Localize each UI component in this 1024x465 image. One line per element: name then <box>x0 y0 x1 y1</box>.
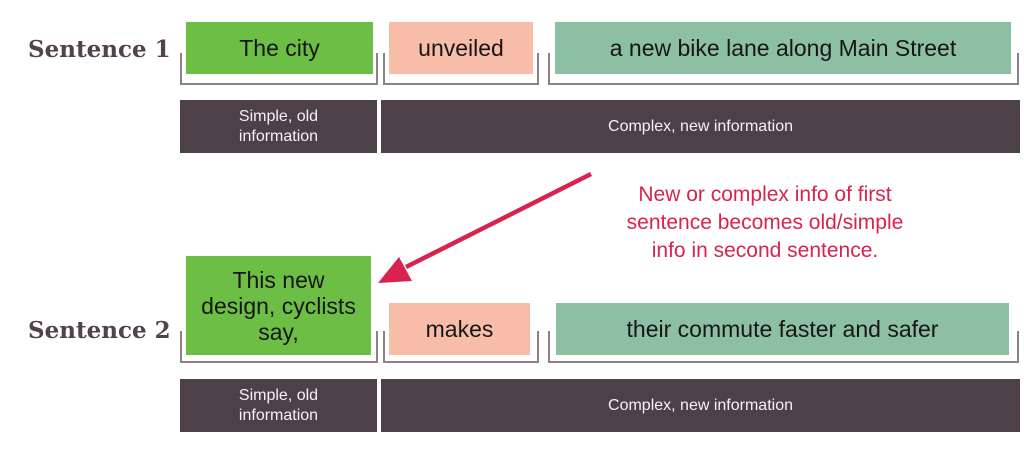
sentence-2-simple-info-label: Simple, old information <box>180 379 377 432</box>
sentence-1-complex-info-label: Complex, new information <box>381 100 1020 153</box>
simple-info-label-text: Simple, old information <box>238 107 319 145</box>
annotation-text: New or complex info of first sentence be… <box>626 183 904 262</box>
complex-info-label-text: Complex, new information <box>608 117 793 135</box>
sentence-1-simple-info-label: Simple, old information <box>180 100 377 153</box>
sentence-2-heading: Sentence 2 <box>28 317 171 344</box>
sentence-2-subject-box: This new design, cyclists say, <box>186 256 371 355</box>
sentence-1-verb-box: unveiled <box>389 22 533 74</box>
sentence-1-heading: Sentence 1 <box>28 36 171 63</box>
simple-info-label-text: Simple, old information <box>238 386 319 424</box>
sentence-1-verb-underbracket <box>383 53 539 85</box>
sentence-2-object-underbracket <box>548 331 1019 363</box>
sentence-2-verb-underbracket <box>383 331 539 363</box>
sentence-2-object-box: their commute faster and safer <box>556 303 1009 355</box>
sentence-1-subject-underbracket <box>180 53 378 85</box>
sentence-2-subject-underbracket <box>180 331 378 363</box>
sentence-2-complex-info-label: Complex, new information <box>381 379 1020 432</box>
sentence-1-object-box: a new bike lane along Main Street <box>555 22 1011 74</box>
complex-info-label-text: Complex, new information <box>608 396 793 414</box>
sentence-1-subject-box: The city <box>186 22 373 74</box>
sentence-1-object-underbracket <box>548 53 1019 85</box>
sentence-2-verb-box: makes <box>389 303 530 355</box>
